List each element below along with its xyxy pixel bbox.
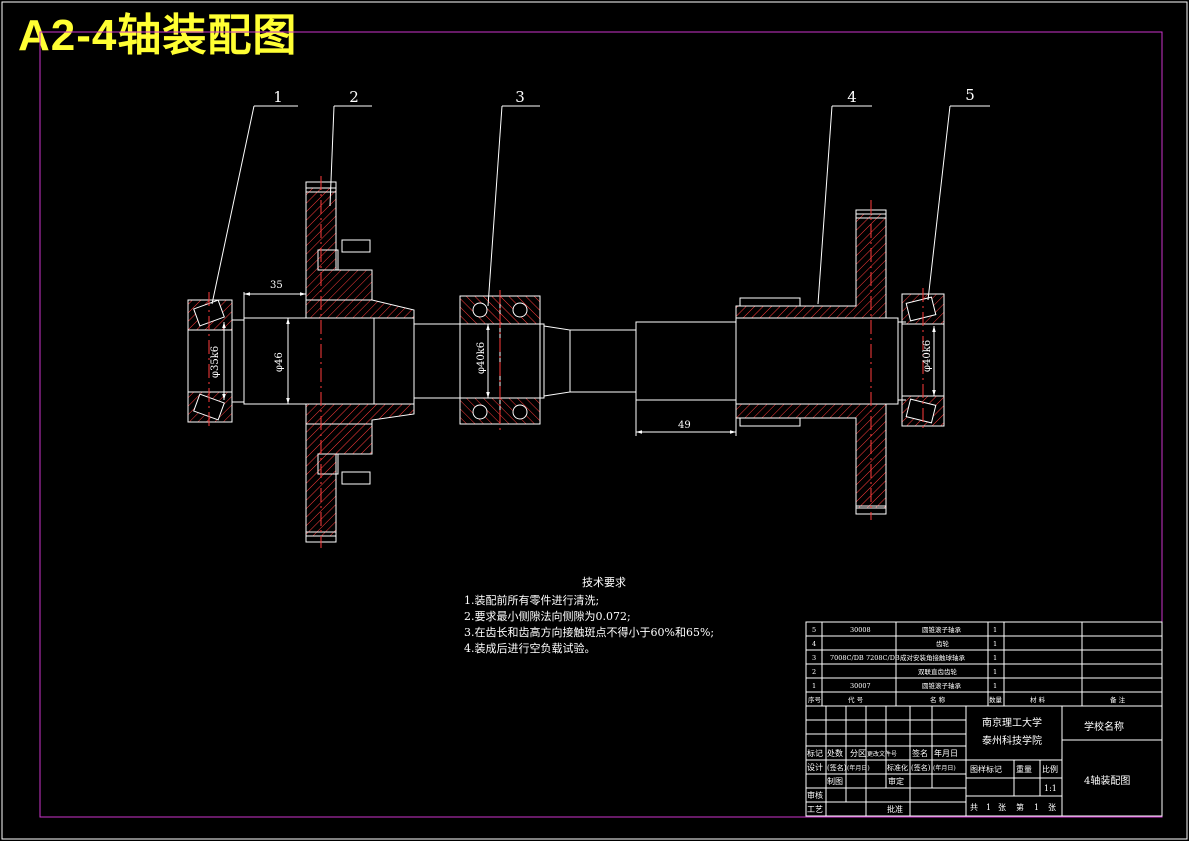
tb-date2: (年月日)	[933, 764, 956, 772]
parts-list-grid	[805, 621, 1163, 707]
dim-phi40k6-mid: φ40k6	[476, 342, 487, 374]
tb-weight: 重量	[1016, 764, 1032, 774]
dimension-lines	[222, 286, 936, 436]
parts-header-note: 备 注	[1110, 695, 1126, 704]
tb-sig1: (签名)	[827, 763, 847, 772]
tb-std: 标准化	[887, 763, 908, 772]
part-row-qty: 1	[993, 626, 997, 634]
tb-review: 审核	[807, 790, 823, 800]
balloon-1: 1	[273, 88, 283, 106]
leaders	[211, 105, 990, 307]
dim-phi46: φ46	[274, 352, 285, 372]
part-row-no: 1	[812, 682, 816, 690]
balloon-2: 2	[349, 88, 359, 106]
dim-phi40k6-right: φ40k6	[922, 340, 933, 372]
part-row-code: 30007	[850, 682, 871, 690]
tb-date1: (年月日)	[847, 764, 870, 772]
balloon-5: 5	[965, 86, 975, 104]
tech-req-item: 1.装配前所有零件进行清洗;	[464, 593, 599, 607]
center-lines	[208, 176, 924, 548]
part-row-code: 7008C/DB	[830, 654, 864, 662]
tb-date: 年月日	[934, 748, 958, 758]
gear-2	[305, 181, 415, 543]
gear-4	[735, 209, 887, 515]
part-row-qty: 1	[993, 668, 997, 676]
tb-doc: 更改文件号	[867, 750, 897, 758]
part-row-name: 圆锥滚子轴承	[922, 625, 962, 634]
part-row-name: 双联直齿齿轮	[918, 667, 958, 676]
tb-draw: 制图	[827, 776, 843, 786]
tb-mark: 标记	[807, 748, 823, 758]
drawing-border	[39, 31, 1163, 818]
part-row-code: 30008	[850, 626, 871, 634]
parts-header-no: 序号	[808, 695, 822, 704]
part-row-name: 圆锥滚子轴承	[922, 681, 962, 690]
part-row-qty: 1	[993, 640, 997, 648]
tb-count: 处数	[827, 748, 843, 758]
school-line-1: 南京理工大学	[982, 716, 1042, 729]
bearing-1	[187, 299, 233, 423]
parts-header-code: 代 号	[848, 695, 864, 704]
tb-nth: 第	[1016, 802, 1024, 812]
dim-49: 49	[678, 420, 691, 431]
parts-header-qty: 数量	[989, 695, 1003, 704]
tb-total: 共	[970, 803, 978, 812]
tb-scale-value: 1:1	[1044, 784, 1057, 793]
part-row-name: 齿轮	[936, 639, 950, 648]
part-row-name: 成对安装角接触球轴承	[900, 653, 966, 662]
balloon-3: 3	[515, 88, 525, 106]
tech-req-heading: 技术要求	[582, 576, 626, 589]
title-block-grid	[805, 705, 1163, 817]
part-row-code2: 7208C/DB	[866, 654, 900, 662]
tech-req-item: 2.要求最小侧隙法向侧隙为0.072;	[464, 609, 631, 623]
part-row-no: 5	[812, 626, 816, 634]
tech-req-item: 4.装成后进行空负载试验。	[464, 641, 596, 655]
tb-scale: 比例	[1042, 764, 1058, 774]
balloon-4: 4	[847, 88, 857, 106]
tb-design: 设计	[807, 762, 823, 772]
part-row-qty: 1	[993, 654, 997, 662]
tb-sig2: (签名)	[911, 763, 931, 772]
part-row-no: 3	[812, 654, 816, 662]
dim-35: 35	[270, 280, 283, 291]
tb-sign: 签名	[912, 748, 928, 758]
tb-process: 工艺	[807, 805, 823, 814]
school-line-2: 泰州科技学院	[982, 734, 1042, 747]
tb-sheet-unit-2: 张	[1048, 803, 1056, 812]
tb-this-sheet: 1	[1034, 803, 1039, 812]
tb-sheet-unit-1: 张	[998, 803, 1006, 812]
tb-total-count: 1	[986, 803, 991, 812]
tech-req-item: 3.在齿长和齿高方向接触斑点不得小于60%和65%;	[464, 625, 714, 639]
parts-header-material: 材 料	[1030, 695, 1046, 704]
drawing-title: A2-4轴装配图	[18, 11, 298, 60]
part-row-no: 4	[812, 640, 816, 648]
tb-stage: 图样标记	[970, 764, 1002, 774]
dim-phi35k6: φ35k6	[210, 346, 221, 378]
tb-audit: 审定	[888, 776, 904, 786]
tb-zone: 分区	[850, 749, 866, 758]
part-row-qty: 1	[993, 682, 997, 690]
drawing-name: 4轴装配图	[1084, 774, 1130, 787]
shaft	[231, 317, 906, 405]
part-row-no: 2	[812, 668, 816, 676]
parts-header-name: 名 称	[930, 695, 946, 704]
tb-approve: 批准	[887, 804, 903, 814]
school-name: 学校名称	[1084, 720, 1124, 733]
